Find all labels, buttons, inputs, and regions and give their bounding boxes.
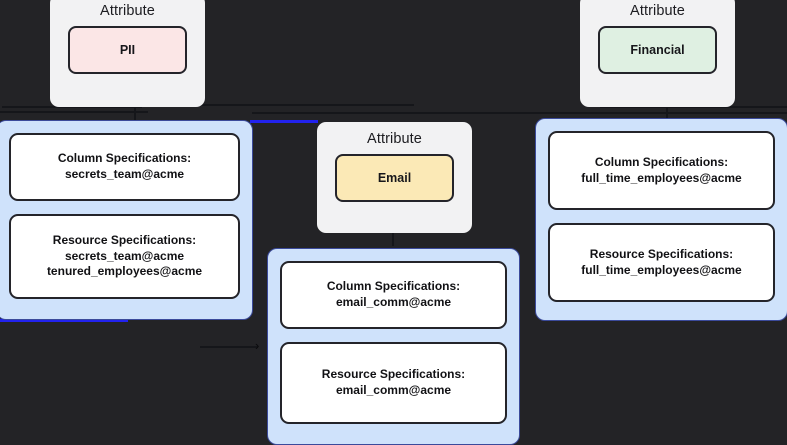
- resource-specifications-box[interactable]: Resource Specifications: secrets_team@ac…: [9, 214, 240, 299]
- financial-spec-group[interactable]: Column Specifications: full_time_employe…: [535, 118, 787, 321]
- arrowhead-icon: ›: [255, 338, 260, 353]
- resource-specifications-box[interactable]: Resource Specifications: email_comm@acme: [280, 342, 507, 424]
- attribute-label: Attribute: [367, 131, 422, 147]
- edge-pii-horizontal-upper: [2, 106, 142, 108]
- edge-email-arrow-line: [200, 346, 258, 348]
- edge-financial-horizontal: [600, 106, 787, 108]
- edge-accent-email-top: [250, 120, 318, 123]
- spec-line: Column Specifications:: [57, 151, 192, 166]
- spec-line: tenured_employees@acme: [46, 264, 203, 279]
- spec-line: Resource Specifications:: [52, 232, 197, 247]
- edge-pii-top-stub: [134, 104, 414, 106]
- resource-specifications-box[interactable]: Resource Specifications: full_time_emplo…: [548, 223, 775, 302]
- attribute-label: Attribute: [630, 3, 685, 19]
- pii-attribute-card[interactable]: Attribute PII: [50, 0, 205, 107]
- spec-line: Column Specifications:: [594, 154, 729, 169]
- spec-line: email_comm@acme: [335, 383, 452, 397]
- email-spec-group[interactable]: Column Specifications: email_comm@acme R…: [267, 248, 520, 445]
- attribute-label: Attribute: [100, 3, 155, 19]
- spec-line: Resource Specifications:: [589, 246, 734, 261]
- edge-pii-vertical: [134, 106, 136, 120]
- spec-line: Resource Specifications:: [321, 367, 466, 382]
- edge-financial-vertical: [666, 104, 668, 120]
- spec-line: full_time_employees@acme: [581, 262, 742, 277]
- spec-line: secrets_team@acme: [64, 248, 185, 263]
- edge-mid-rail: [252, 112, 787, 114]
- spec-line: secrets_team@acme: [64, 167, 185, 181]
- financial-attribute-card[interactable]: Attribute Financial: [580, 0, 735, 107]
- edge-pii-horizontal-left: [0, 111, 148, 113]
- column-specifications-box[interactable]: Column Specifications: email_comm@acme: [280, 261, 507, 329]
- column-specifications-box[interactable]: Column Specifications: full_time_employe…: [548, 131, 775, 210]
- edge-email-vertical: [392, 228, 394, 246]
- email-chip[interactable]: Email: [335, 154, 454, 202]
- pii-spec-group[interactable]: Column Specifications: secrets_team@acme…: [0, 120, 253, 320]
- spec-line: email_comm@acme: [335, 295, 452, 309]
- spec-line: Column Specifications:: [326, 279, 461, 294]
- financial-chip[interactable]: Financial: [598, 26, 717, 74]
- edge-accent-pii-bottom: [0, 319, 128, 322]
- pii-chip[interactable]: PII: [68, 26, 187, 74]
- column-specifications-box[interactable]: Column Specifications: secrets_team@acme: [9, 133, 240, 201]
- spec-line: full_time_employees@acme: [581, 170, 742, 185]
- edge-financial-horizontal-lower: [614, 112, 787, 114]
- email-attribute-card[interactable]: Attribute Email: [317, 122, 472, 233]
